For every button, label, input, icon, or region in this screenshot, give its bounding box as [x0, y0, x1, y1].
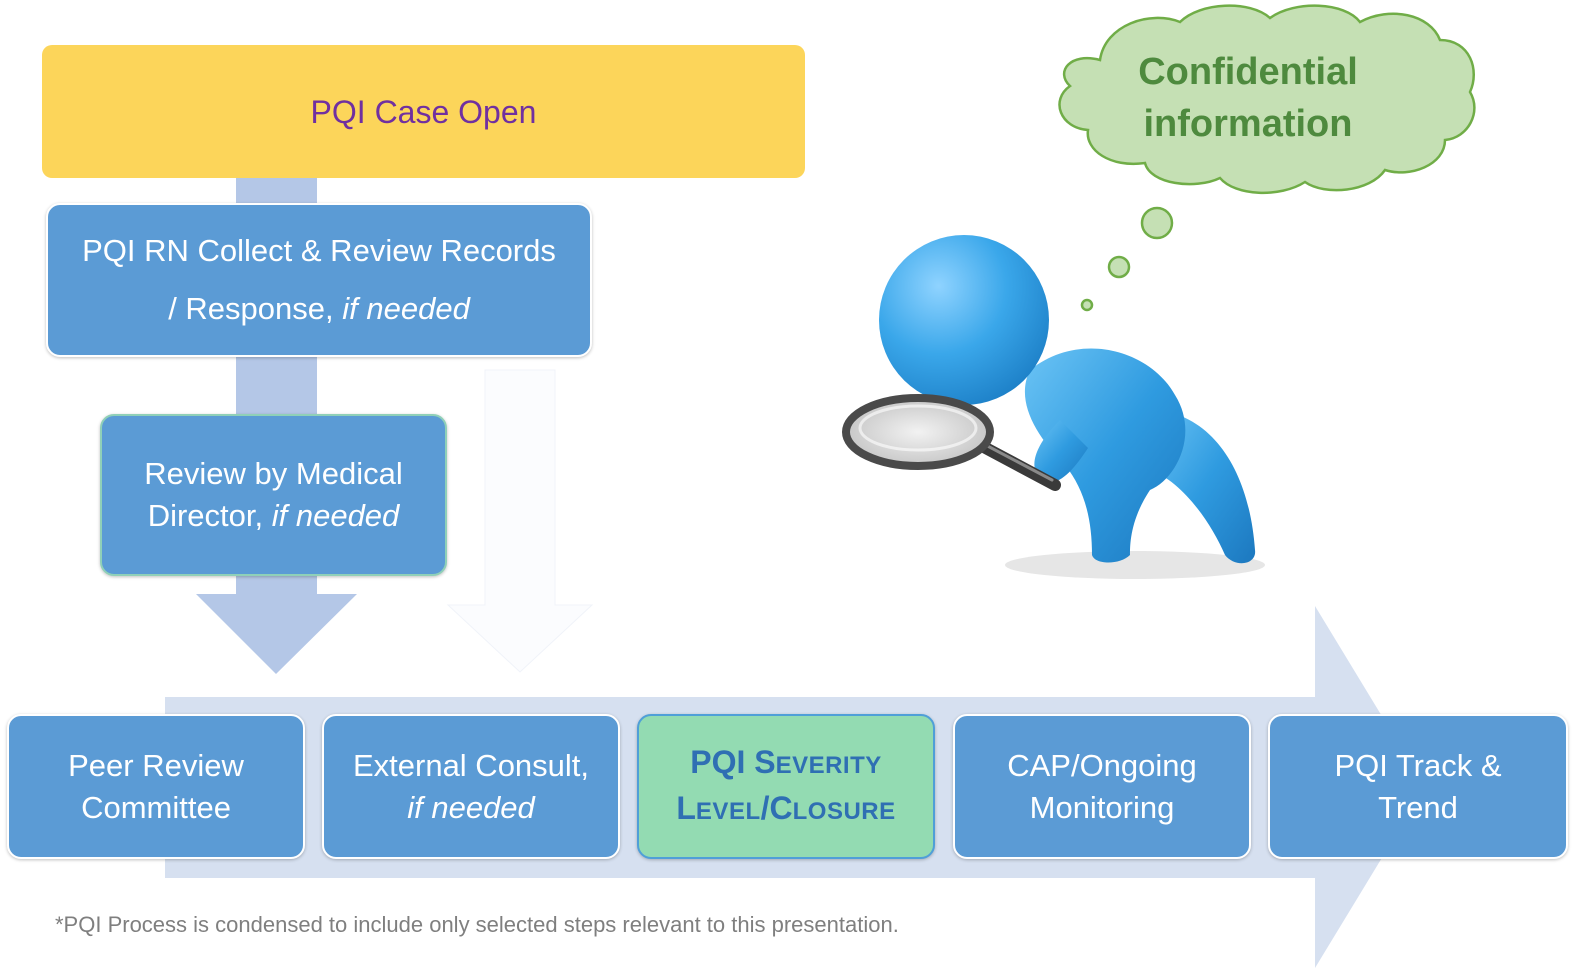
rn-collect-line2-text: / Response,	[168, 291, 334, 326]
peer-review-committee-box: Peer Review Committee	[7, 714, 305, 859]
severity-l1-cap: PQI S	[690, 743, 776, 780]
pqi-track-trend-box: PQI Track & Trend	[1268, 714, 1568, 859]
severity-line2: LEVEL/CLOSURE	[676, 787, 895, 833]
thought-cloud-text: Confidential information	[1090, 46, 1406, 150]
thought-line1: Confidential	[1138, 51, 1358, 93]
down-arrow	[196, 576, 357, 674]
thought-line2: information	[1143, 103, 1353, 145]
severity-l2-cap1: L	[676, 789, 696, 826]
figure-arm	[1034, 420, 1088, 483]
severity-l2-small1: EVEL	[695, 797, 761, 825]
connector-arrow-2	[236, 357, 317, 417]
medical-director-line2: Director, if needed	[148, 495, 400, 537]
magnifier-handle	[974, 439, 1061, 491]
severity-l1-small: EVERITY	[775, 751, 882, 779]
ghost-arrow	[446, 369, 594, 673]
medical-director-if-needed: if needed	[271, 498, 400, 533]
external-consult-line1: External Consult,	[352, 747, 590, 783]
severity-line1: PQI SEVERITY	[690, 741, 882, 787]
case-open-label: PQI Case Open	[310, 93, 537, 130]
figure-head	[879, 235, 1049, 405]
peer-review-line1: Peer Review	[68, 747, 244, 783]
medical-director-line2-text: Director,	[147, 498, 264, 533]
severity-l2-small2: LOSURE	[792, 797, 896, 825]
figure-body	[1024, 348, 1186, 563]
medical-director-review-box: Review by Medical Director, if needed	[100, 414, 447, 576]
external-consult-box: External Consult, if needed	[322, 714, 620, 859]
rn-collect-if-needed: if needed	[342, 291, 470, 326]
pqi-case-open-box: PQI Case Open	[42, 45, 805, 178]
figure-shadow	[1005, 551, 1265, 579]
track-line1: PQI Track &	[1334, 747, 1502, 783]
rn-collect-line2: / Response, if needed	[168, 280, 470, 338]
pqi-severity-closure-box: PQI SEVERITY LEVEL/CLOSURE	[637, 714, 935, 859]
track-line2: Trend	[1378, 789, 1458, 825]
magnifying-glass-person-icon	[842, 235, 1265, 579]
cap-line1: CAP/Ongoing	[1007, 747, 1197, 783]
severity-l2-cap2: /C	[760, 789, 793, 826]
cap-ongoing-monitoring-box: CAP/Ongoing Monitoring	[953, 714, 1251, 859]
magnifier-lens	[842, 394, 994, 470]
cap-line2: Monitoring	[1029, 789, 1175, 825]
rn-collect-review-box: PQI RN Collect & Review Records / Respon…	[46, 203, 592, 357]
external-consult-if-needed: if needed	[407, 789, 535, 825]
footnote: *PQI Process is condensed to include onl…	[55, 912, 899, 937]
peer-review-line2: Committee	[81, 789, 231, 825]
medical-director-line1: Review by Medical	[144, 456, 403, 491]
rn-collect-line1: PQI RN Collect & Review Records	[82, 233, 556, 268]
